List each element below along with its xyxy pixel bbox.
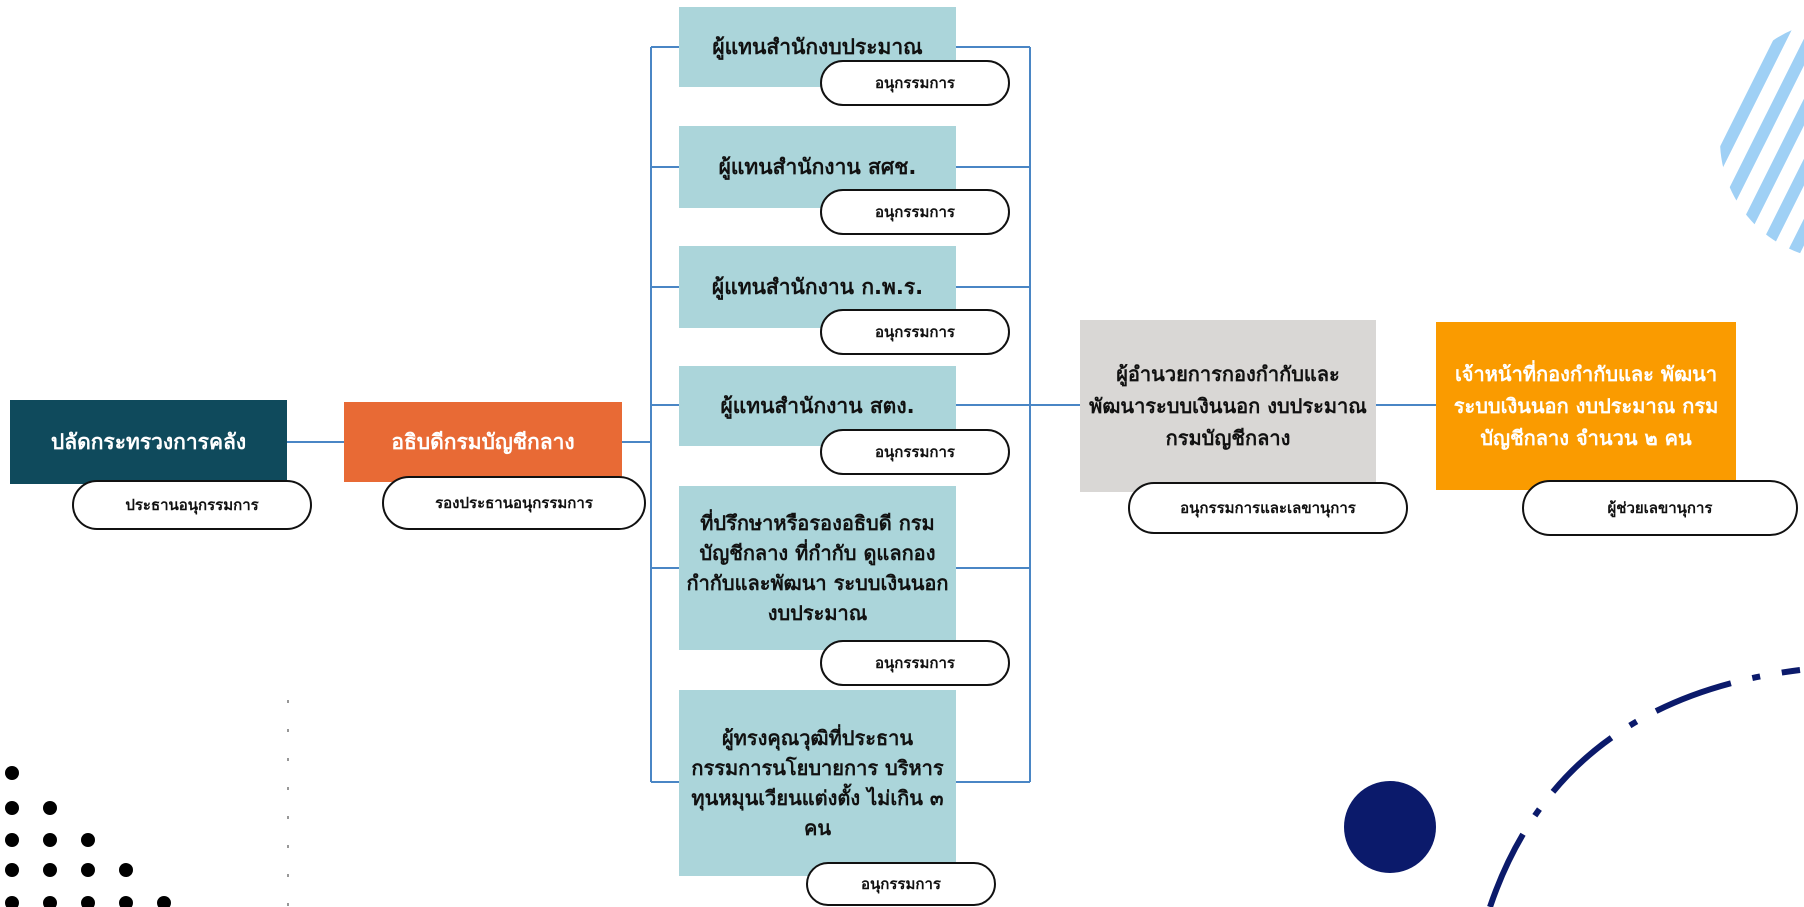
- secretary-title: ผู้อำนวยการกองกำกับและ พัฒนาระบบเงินนอก …: [1089, 362, 1367, 450]
- member-box-6: ผู้ทรงคุณวุฒิที่ประธาน กรรมการนโยบายการ …: [679, 690, 956, 876]
- navy-dot-decoration: [1344, 781, 1436, 873]
- member-box-2: ผู้แทนสำนักงาน สศช.: [679, 126, 956, 208]
- chair-role-pill: ประธานอนุกรรมการ: [72, 480, 312, 530]
- member-role-3: อนุกรรมการ: [875, 323, 955, 341]
- member-title-6: ผู้ทรงคุณวุฒิที่ประธาน กรรมการนโยบายการ …: [691, 726, 944, 840]
- vice-chair-role-pill: รองประธานอนุกรรมการ: [382, 476, 646, 530]
- member-role-2: อนุกรรมการ: [875, 203, 955, 221]
- member-role-4: อนุกรรมการ: [875, 443, 955, 461]
- chair-title: ปลัดกระทรวงการคลัง: [50, 429, 247, 454]
- member-role-pill-4: อนุกรรมการ: [820, 429, 1010, 475]
- assistant-secretary-title: เจ้าหน้าที่กองกำกับและ พัฒนาระบบเงินนอก …: [1453, 362, 1719, 450]
- secretary-box: ผู้อำนวยการกองกำกับและ พัฒนาระบบเงินนอก …: [1080, 320, 1376, 492]
- member-role-5: อนุกรรมการ: [875, 654, 955, 672]
- assistant-secretary-role-pill: ผู้ช่วยเลขานุการ: [1522, 480, 1798, 536]
- vice-chair-box: อธิบดีกรมบัญชีกลาง: [344, 402, 622, 482]
- secretary-role-pill: อนุกรรมการและเลขานุการ: [1128, 482, 1408, 534]
- assistant-secretary-box: เจ้าหน้าที่กองกำกับและ พัฒนาระบบเงินนอก …: [1436, 322, 1736, 490]
- member-title-3: ผู้แทนสำนักงาน ก.พ.ร.: [711, 274, 924, 299]
- vice-chair-title: อธิบดีกรมบัญชีกลาง: [391, 429, 575, 454]
- member-title-4: ผู้แทนสำนักงาน สตง.: [720, 393, 915, 418]
- member-box-5: ที่ปรึกษาหรือรองอธิบดี กรมบัญชีกลาง ที่ก…: [679, 486, 956, 650]
- secretary-role: อนุกรรมการและเลขานุการ: [1180, 499, 1356, 517]
- member-title-5: ที่ปรึกษาหรือรองอธิบดี กรมบัญชีกลาง ที่ก…: [686, 511, 949, 625]
- member-box-1: ผู้แทนสำนักงบประมาณ: [679, 7, 956, 87]
- member-role-pill-6: อนุกรรมการ: [806, 862, 996, 906]
- assistant-secretary-role: ผู้ช่วยเลขานุการ: [1607, 499, 1713, 517]
- member-role-pill-5: อนุกรรมการ: [820, 640, 1010, 686]
- dot-triangle-decoration: [5, 766, 171, 907]
- member-role-pill-1: อนุกรรมการ: [820, 60, 1010, 106]
- member-role-pill-2: อนุกรรมการ: [820, 189, 1010, 235]
- chair-box: ปลัดกระทรวงการคลัง: [10, 400, 287, 484]
- member-role-pill-3: อนุกรรมการ: [820, 309, 1010, 355]
- vice-chair-role: รองประธานอนุกรรมการ: [435, 494, 593, 512]
- member-role-6: อนุกรรมการ: [861, 875, 941, 893]
- member-title-1: ผู้แทนสำนักงบประมาณ: [712, 34, 923, 59]
- member-title-2: ผู้แทนสำนักงาน สศช.: [718, 154, 917, 179]
- chair-role: ประธานอนุกรรมการ: [125, 496, 259, 514]
- dashed-arc-decoration: [1487, 667, 1801, 907]
- member-role-1: อนุกรรมการ: [875, 74, 955, 92]
